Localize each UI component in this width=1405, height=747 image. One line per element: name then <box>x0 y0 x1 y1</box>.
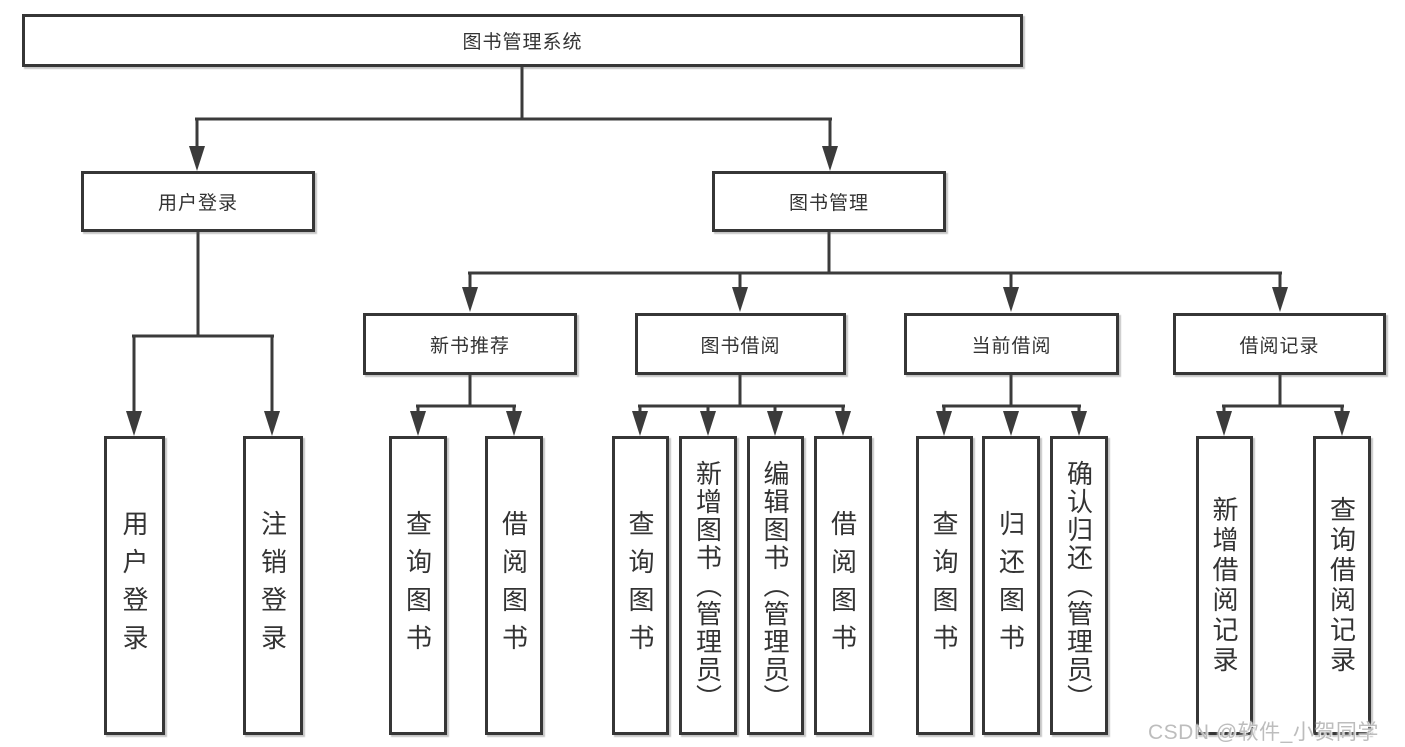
leaf-borrow-books-2: 借阅图书 <box>814 436 872 735</box>
node-root-system: 图书管理系统 <box>22 14 1023 67</box>
node-current-borrowing: 当前借阅 <box>904 313 1119 375</box>
leaf-confirm-return-admin: 确认归还（管理员） <box>1050 436 1108 735</box>
wire-bookborrow-to-leaves <box>638 375 845 414</box>
leaf-query-borrow-record: 查询借阅记录 <box>1313 436 1371 735</box>
wire-borrowrecords-to-leaves <box>1222 375 1344 414</box>
wire-currentborrow-to-leaves <box>942 375 1081 414</box>
wire-newbookrec-to-leaves <box>416 375 516 414</box>
node-user-login: 用户登录 <box>81 171 315 232</box>
leaf-edit-books-admin: 编辑图书（管理员） <box>747 436 804 735</box>
leaf-add-books-admin: 新增图书（管理员） <box>679 436 737 735</box>
csdn-watermark: CSDN @软件_小贺同学 <box>1148 721 1379 744</box>
wire-root-to-level2 <box>195 67 832 150</box>
node-new-book-recommend: 新书推荐 <box>363 313 577 375</box>
node-book-management: 图书管理 <box>712 171 946 232</box>
arrowheads <box>126 146 1350 436</box>
leaf-query-books-1: 查询图书 <box>389 436 447 735</box>
node-book-borrowing: 图书借阅 <box>635 313 846 375</box>
leaf-logout: 注销登录 <box>243 436 303 735</box>
wire-bookmgmt-to-level3 <box>468 232 1282 291</box>
leaf-add-borrow-record: 新增借阅记录 <box>1196 436 1253 735</box>
leaf-borrow-books-1: 借阅图书 <box>485 436 543 735</box>
leaf-query-books-3: 查询图书 <box>916 436 973 735</box>
wire-userlogin-to-leaves <box>132 232 274 414</box>
leaf-query-books-2: 查询图书 <box>612 436 669 735</box>
node-borrowing-records: 借阅记录 <box>1173 313 1386 375</box>
leaf-user-login: 用户登录 <box>104 436 165 735</box>
leaf-return-books: 归还图书 <box>982 436 1040 735</box>
